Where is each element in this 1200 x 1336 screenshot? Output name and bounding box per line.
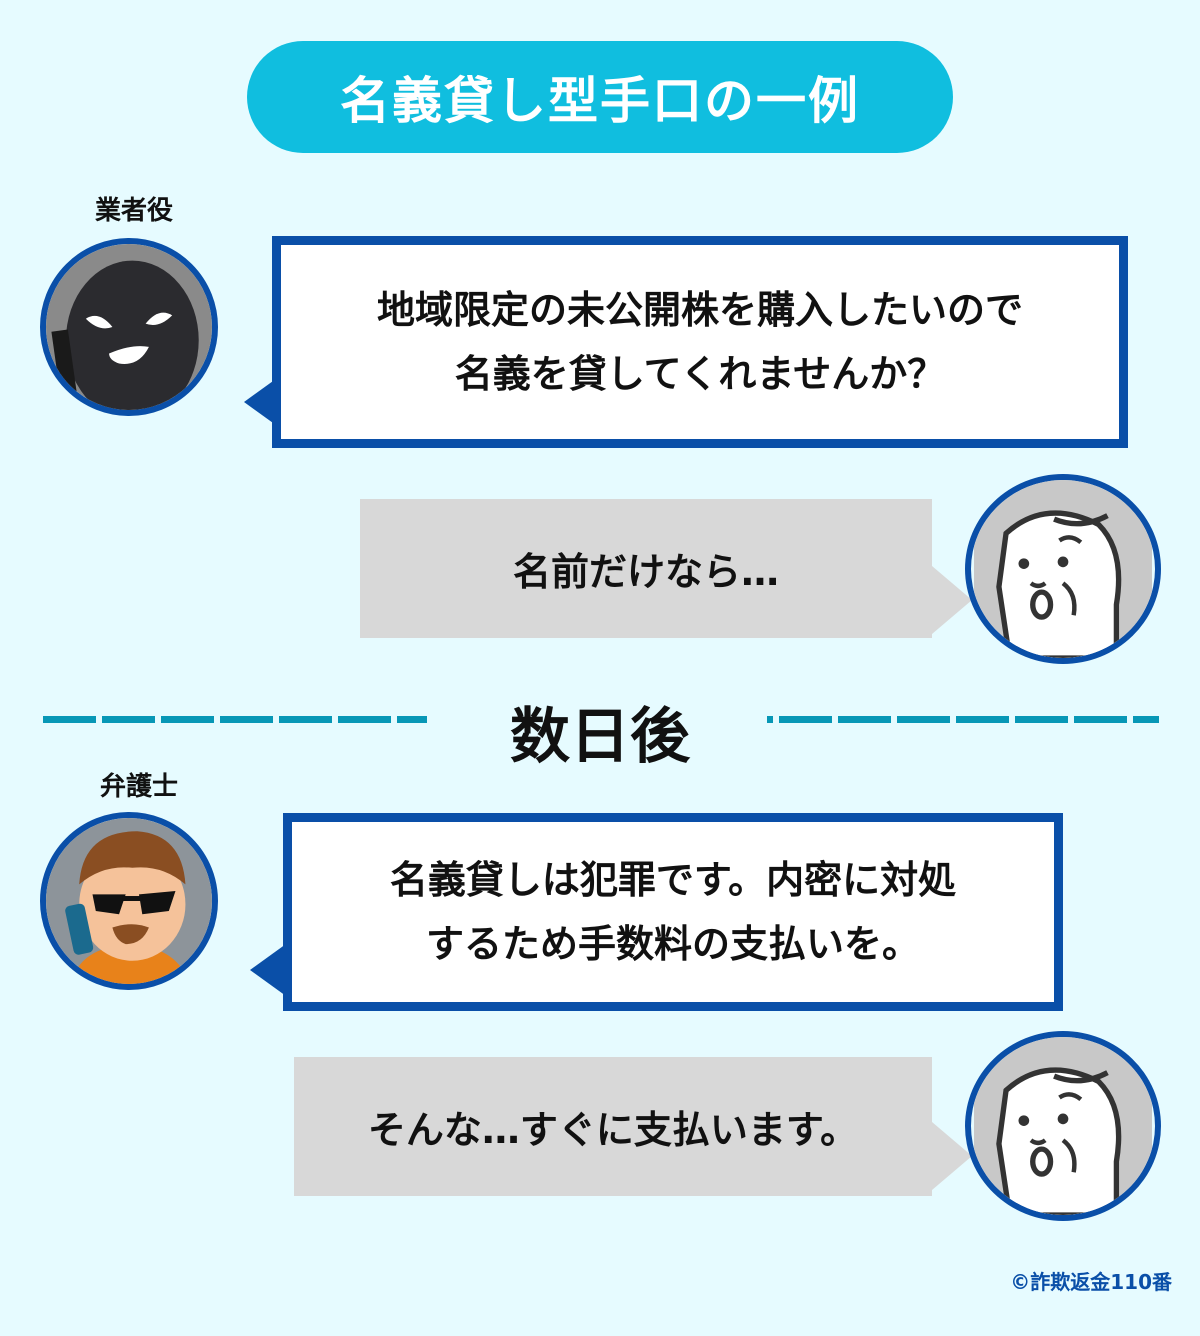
reply-text: そんな…すぐに支払います。 (367, 1108, 859, 1152)
speech-line: するため手数料の支払いを。 (425, 922, 920, 966)
speech-bubble-lawyer: 名義貸しは犯罪です。内密に対処 するため手数料の支払いを。 (283, 813, 1063, 1011)
divider-dash (397, 716, 427, 723)
divider-dash (102, 716, 155, 723)
reply-bubble-victim: 名前だけなら… (360, 499, 932, 638)
divider-dash (767, 716, 773, 723)
divider-dash (1133, 716, 1159, 723)
divider-dash (43, 716, 96, 723)
divider-label: 数日後 (510, 702, 690, 772)
speech-bubble-broker: 地域限定の未公開株を購入したいので 名義を貸してくれませんか？ (272, 236, 1128, 448)
speech-line: 名義貸しは犯罪です。内密に対処 (389, 858, 957, 902)
copyright: ©詐欺返金110番 (1010, 1270, 1172, 1294)
reply-text: 名前だけなら… (512, 550, 779, 594)
speech-line: 名義を貸してくれませんか？ (454, 352, 946, 396)
divider-dash (956, 716, 1009, 723)
divider-dash (779, 716, 832, 723)
reply-bubble-victim: そんな…すぐに支払います。 (294, 1057, 932, 1196)
title-banner: 名義貸し型手口の一例 (247, 41, 953, 153)
speech-tail (250, 944, 286, 996)
speaker-label-lawyer: 弁護士 (100, 772, 179, 802)
page-title: 名義貸し型手口の一例 (340, 72, 860, 130)
speaker-label-broker: 業者役 (95, 196, 174, 226)
divider-dash (1015, 716, 1068, 723)
divider-dash (220, 716, 273, 723)
divider-dash (279, 716, 332, 723)
divider-dash (838, 716, 891, 723)
divider-dash (161, 716, 214, 723)
masked-thief-icon (40, 238, 218, 416)
speech-line: 地域限定の未公開株を購入したいので (376, 288, 1023, 332)
divider-dash (1074, 716, 1127, 723)
divider-dash (338, 716, 391, 723)
elderly-woman-icon (965, 474, 1161, 664)
elderly-woman-icon (965, 1031, 1161, 1221)
divider-dash (897, 716, 950, 723)
sunglasses-man-phone-icon (40, 812, 218, 990)
